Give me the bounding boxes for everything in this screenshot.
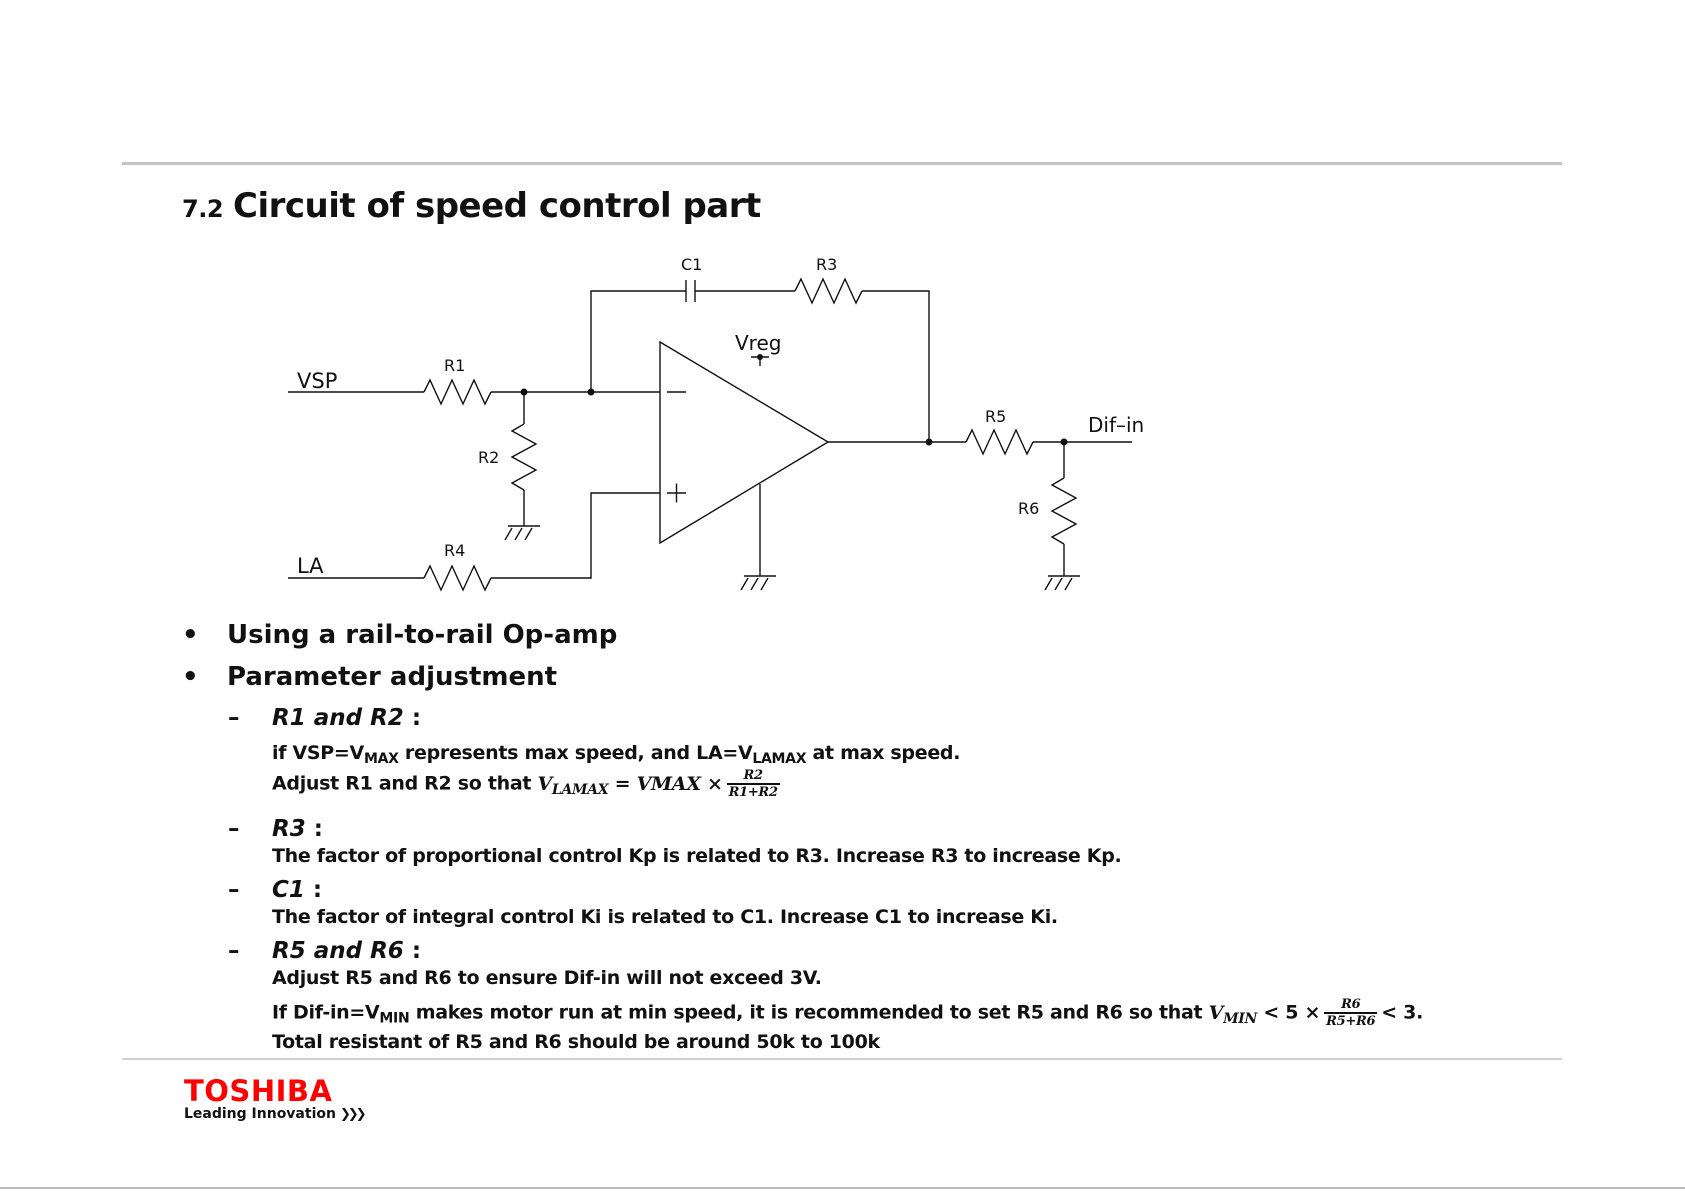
formula-vlamax: VLAMAX = VMAX × — [537, 772, 723, 798]
formula-vmin: VMIN — [1208, 1001, 1258, 1027]
r5-r6-line-1: Adjust R5 and R6 to ensure Dif-in will n… — [272, 967, 822, 989]
bullet-rail-to-rail: • Using a rail-to-rail Op-amp — [182, 620, 617, 650]
toshiba-logo: TOSHIBA — [184, 1074, 333, 1108]
tagline: Leading Innovation❯❯❯ — [184, 1106, 367, 1122]
r4-label: R4 — [444, 541, 465, 560]
r2-label: R2 — [478, 448, 499, 467]
slide-title: 7.2 Circuit of speed control part — [182, 186, 761, 226]
junction-node — [587, 388, 595, 396]
footer-divider — [122, 1058, 1562, 1060]
c1-label: C1 — [681, 255, 702, 274]
c1-line-1: The factor of integral control Ki is rel… — [272, 906, 1058, 928]
r6-label: R6 — [1018, 499, 1039, 518]
r1-resistor — [423, 378, 492, 406]
r1-r2-line-1: if VSP=VMAX represents max speed, and LA… — [272, 742, 961, 767]
title-text: Circuit of speed control part — [233, 186, 761, 226]
vsp-label: VSP — [297, 369, 337, 393]
bullet-text: Parameter adjustment — [227, 662, 558, 692]
junction-node — [520, 388, 528, 396]
bullet-parameter-adjustment: • Parameter adjustment — [182, 662, 557, 692]
r4-resistor — [423, 564, 492, 592]
vreg-label: Vreg — [735, 331, 781, 355]
la-label: LA — [297, 554, 324, 578]
section-number: 7.2 — [182, 195, 224, 223]
bullet-text: Using a rail-to-rail Op-amp — [227, 620, 618, 650]
dif-in-label: Dif–in — [1088, 413, 1144, 437]
c1-heading: –C1 : — [228, 877, 323, 903]
r3-line-1: The factor of proportional control Kp is… — [272, 845, 1122, 867]
bullet-symbol: • — [182, 620, 199, 650]
page-edge-line — [0, 1187, 1685, 1189]
r6-resistor — [1050, 477, 1078, 545]
r5-label: R5 — [985, 407, 1006, 426]
r1-r2-heading: –R1 and R2 : — [228, 705, 422, 731]
bullet-symbol: • — [182, 662, 199, 692]
r5-resistor — [965, 428, 1034, 456]
op-amp — [659, 340, 830, 545]
r3-resistor — [794, 277, 863, 305]
r3-label: R3 — [816, 255, 837, 274]
junction-node — [1060, 438, 1068, 446]
r5-r6-line-2: If Dif-in=VMIN makes motor run at min sp… — [272, 997, 1424, 1029]
chevron-icon: ❯❯❯ — [339, 1107, 367, 1122]
r5-r6-line-3: Total resistant of R5 and R6 should be a… — [272, 1031, 880, 1053]
junction-node — [757, 354, 763, 360]
r2-resistor — [510, 423, 538, 491]
r5-r6-heading: –R5 and R6 : — [228, 938, 422, 964]
header-divider — [122, 162, 1562, 165]
r3-heading: –R3 : — [228, 816, 323, 842]
r1-label: R1 — [444, 356, 465, 375]
r1-r2-line-2: Adjust R1 and R2 so that VLAMAX = VMAX ×… — [272, 768, 780, 800]
junction-node — [925, 438, 933, 446]
